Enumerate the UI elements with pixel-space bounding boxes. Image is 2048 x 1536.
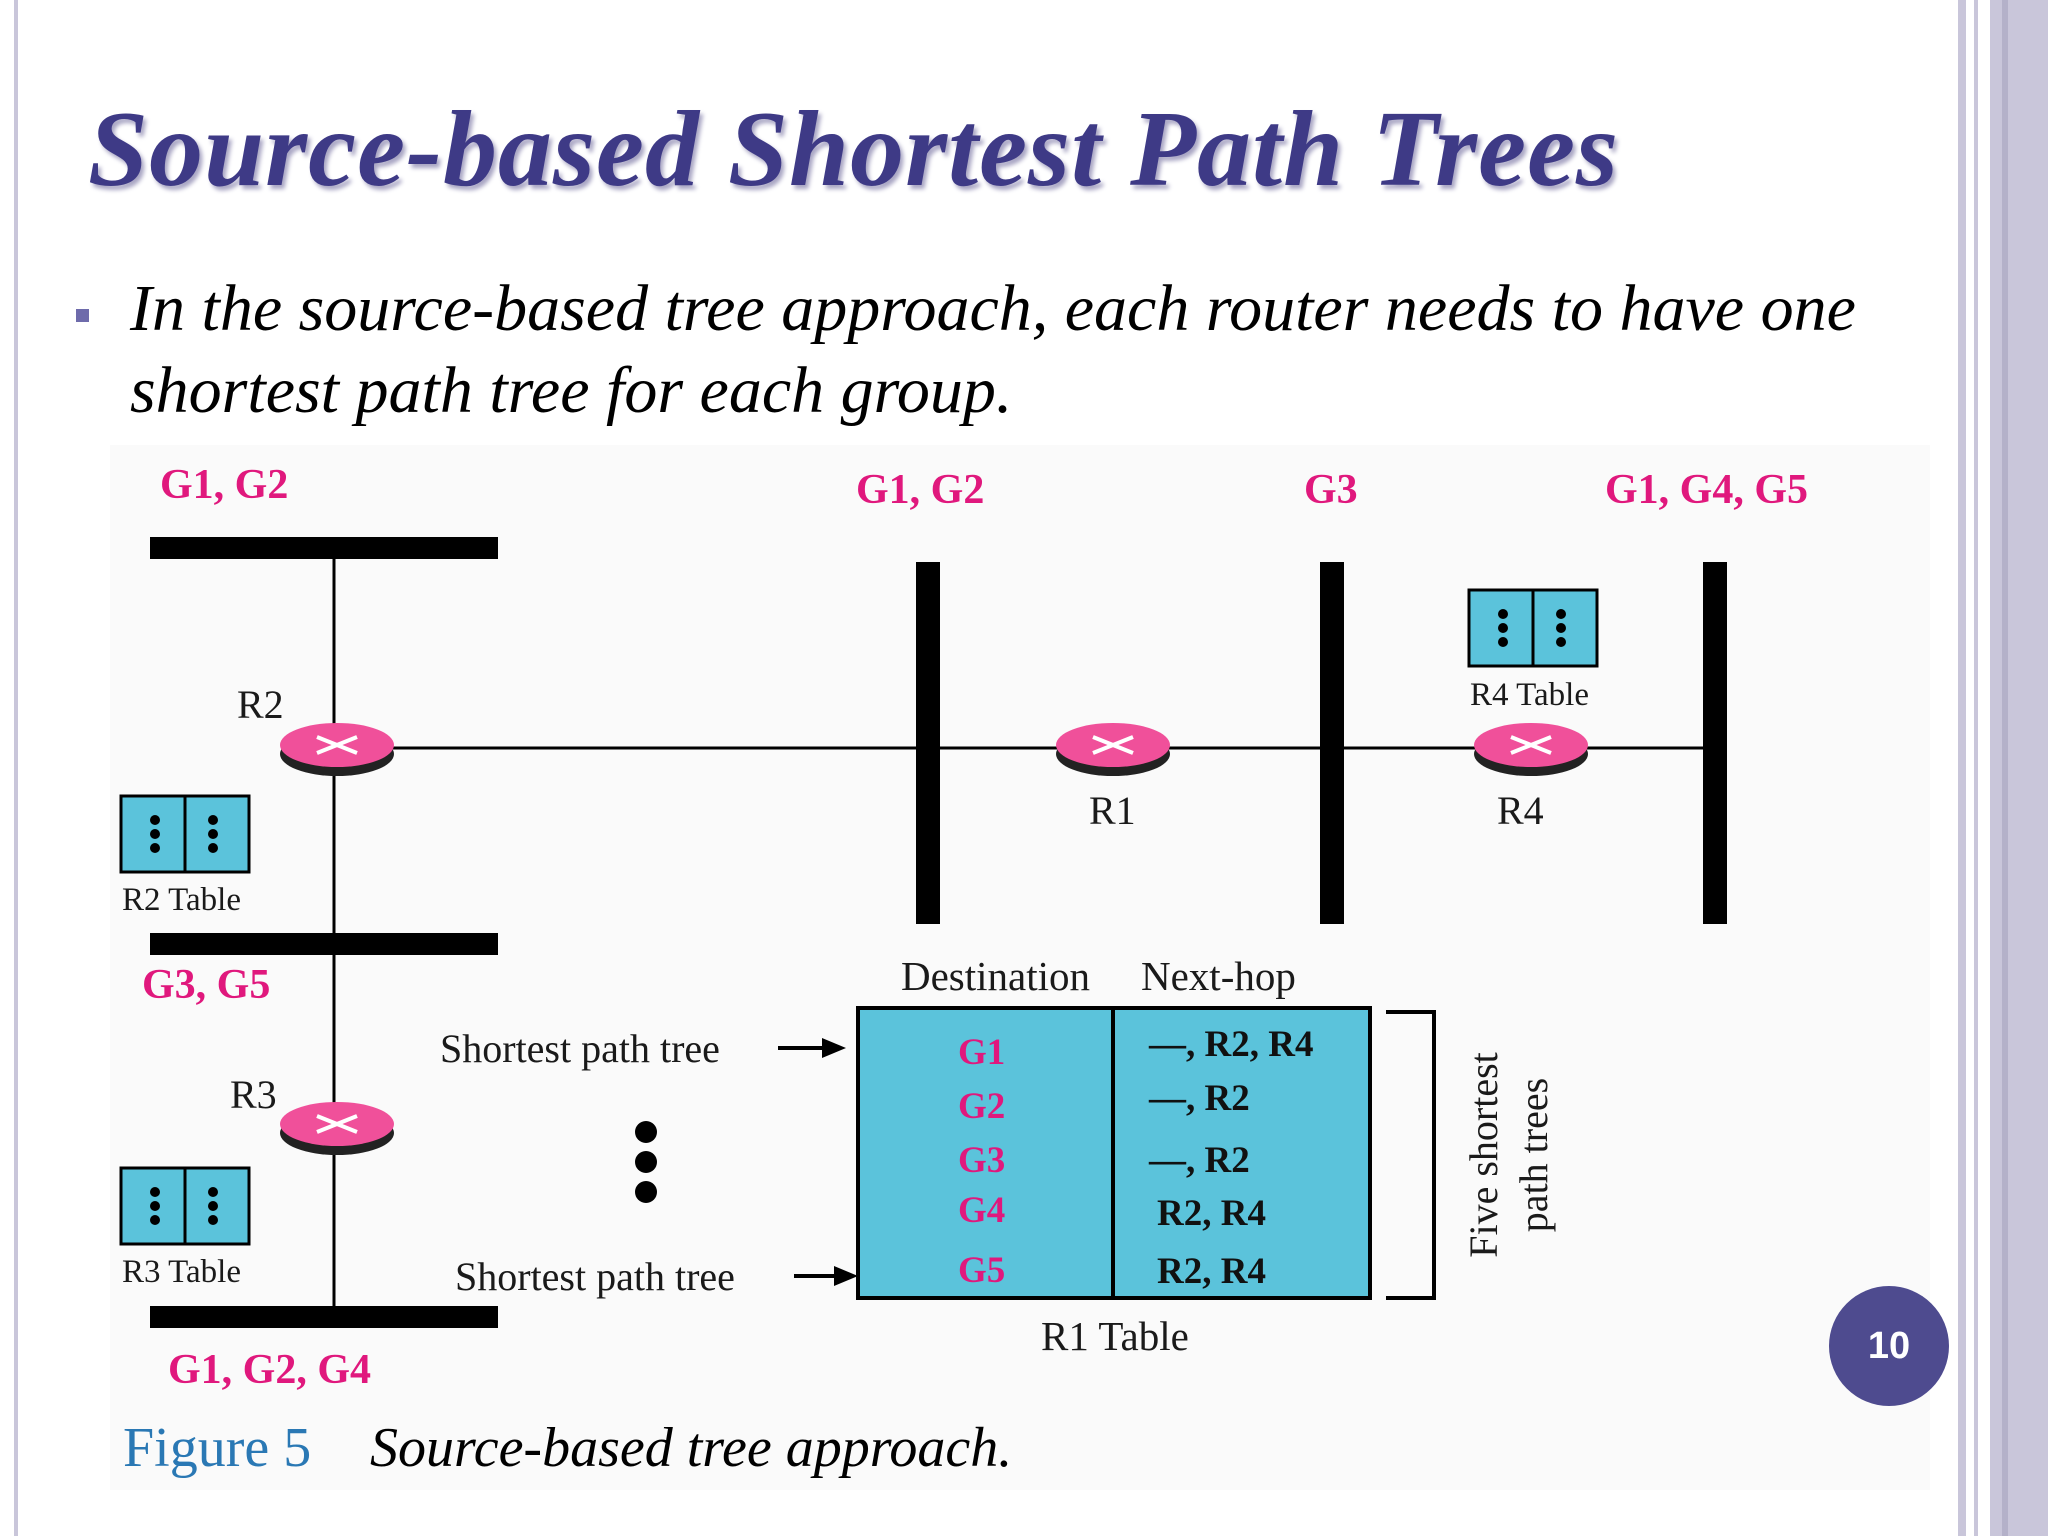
shortest-path-tree-label-bottom: Shortest path tree — [455, 1254, 735, 1299]
group-label-bottom-left: G1, G2, G4 — [168, 1347, 371, 1393]
router-label-r3: R3 — [230, 1072, 277, 1117]
left-border-line — [14, 0, 18, 1536]
arrow-right-icon — [778, 1038, 846, 1058]
figure-number: Figure 5 — [123, 1417, 312, 1479]
page-number-badge: 10 — [1829, 1286, 1949, 1406]
r1-table-destination: G5 — [958, 1250, 1005, 1291]
right-border-block — [1990, 0, 2048, 1536]
right-border-band — [1958, 0, 1966, 1536]
slide-title: Source-based Shortest Path Trees — [88, 90, 1620, 209]
figure-caption: Source-based tree approach. — [370, 1417, 1013, 1479]
r1-table-destination: G4 — [958, 1190, 1005, 1231]
r1-table-header-next-hop: Next-hop — [1141, 953, 1296, 999]
r4-table-label: R4 Table — [1470, 677, 1589, 713]
r4-table-icon — [1467, 588, 1599, 668]
r1-table-destination: G2 — [958, 1086, 1005, 1127]
router-r4-icon — [1474, 723, 1588, 776]
arrow-right-icon — [794, 1266, 858, 1286]
r1-table-next-hop: R2, R4 — [1157, 1193, 1266, 1234]
vertical-ellipsis-icon — [635, 1121, 657, 1203]
r1-table-next-hop: R2, R4 — [1157, 1251, 1266, 1292]
shortest-path-tree-label-top: Shortest path tree — [440, 1026, 720, 1071]
lan-bar-2 — [1320, 562, 1344, 924]
brace-label-line-2: path trees — [1511, 1078, 1556, 1232]
router-label-r4: R4 — [1497, 788, 1544, 833]
r1-table-destination: G1 — [958, 1032, 1005, 1073]
group-label-lan-2: G3 — [1304, 467, 1358, 513]
group-label-middle-left: G3, G5 — [142, 962, 270, 1008]
lan-bar-3 — [1703, 562, 1727, 924]
r2-table-icon — [119, 794, 251, 874]
lan-bar-bottom-left — [150, 1306, 498, 1328]
bullet-text: In the source-based tree approach, each … — [130, 272, 1856, 427]
router-r1-icon — [1056, 723, 1170, 776]
router-r3-icon — [280, 1102, 394, 1155]
r3-table-label: R3 Table — [122, 1254, 241, 1290]
brace-label-line-1: Five shortest — [1461, 1052, 1506, 1258]
r1-table-header-destination: Destination — [901, 953, 1090, 999]
r1-table-next-hop: —, R2 — [1148, 1078, 1250, 1119]
router-r2-icon — [280, 723, 394, 776]
router-label-r2: R2 — [237, 682, 284, 727]
router-label-r1: R1 — [1089, 788, 1136, 833]
group-label-lan-1: G1, G2 — [856, 467, 984, 513]
bullet-square-icon — [76, 309, 89, 322]
r2-table-label: R2 Table — [122, 882, 241, 918]
r1-table-destination: G3 — [958, 1140, 1005, 1181]
lan-bar-1 — [916, 562, 940, 924]
bracket-icon — [1386, 1010, 1436, 1300]
r1-table-next-hop: —, R2 — [1148, 1140, 1250, 1181]
right-border-line — [1974, 0, 1978, 1536]
r1-table-next-hop: —, R2, R4 — [1148, 1024, 1313, 1065]
group-label-top-left: G1, G2 — [160, 462, 288, 508]
lan-bar-top-left — [150, 537, 498, 559]
right-border-stripe — [2002, 0, 2008, 1536]
lan-bar-middle-left — [150, 933, 498, 955]
group-label-lan-3: G1, G4, G5 — [1605, 467, 1808, 513]
r3-table-icon — [119, 1166, 251, 1246]
r1-table-caption: R1 Table — [1041, 1313, 1189, 1359]
